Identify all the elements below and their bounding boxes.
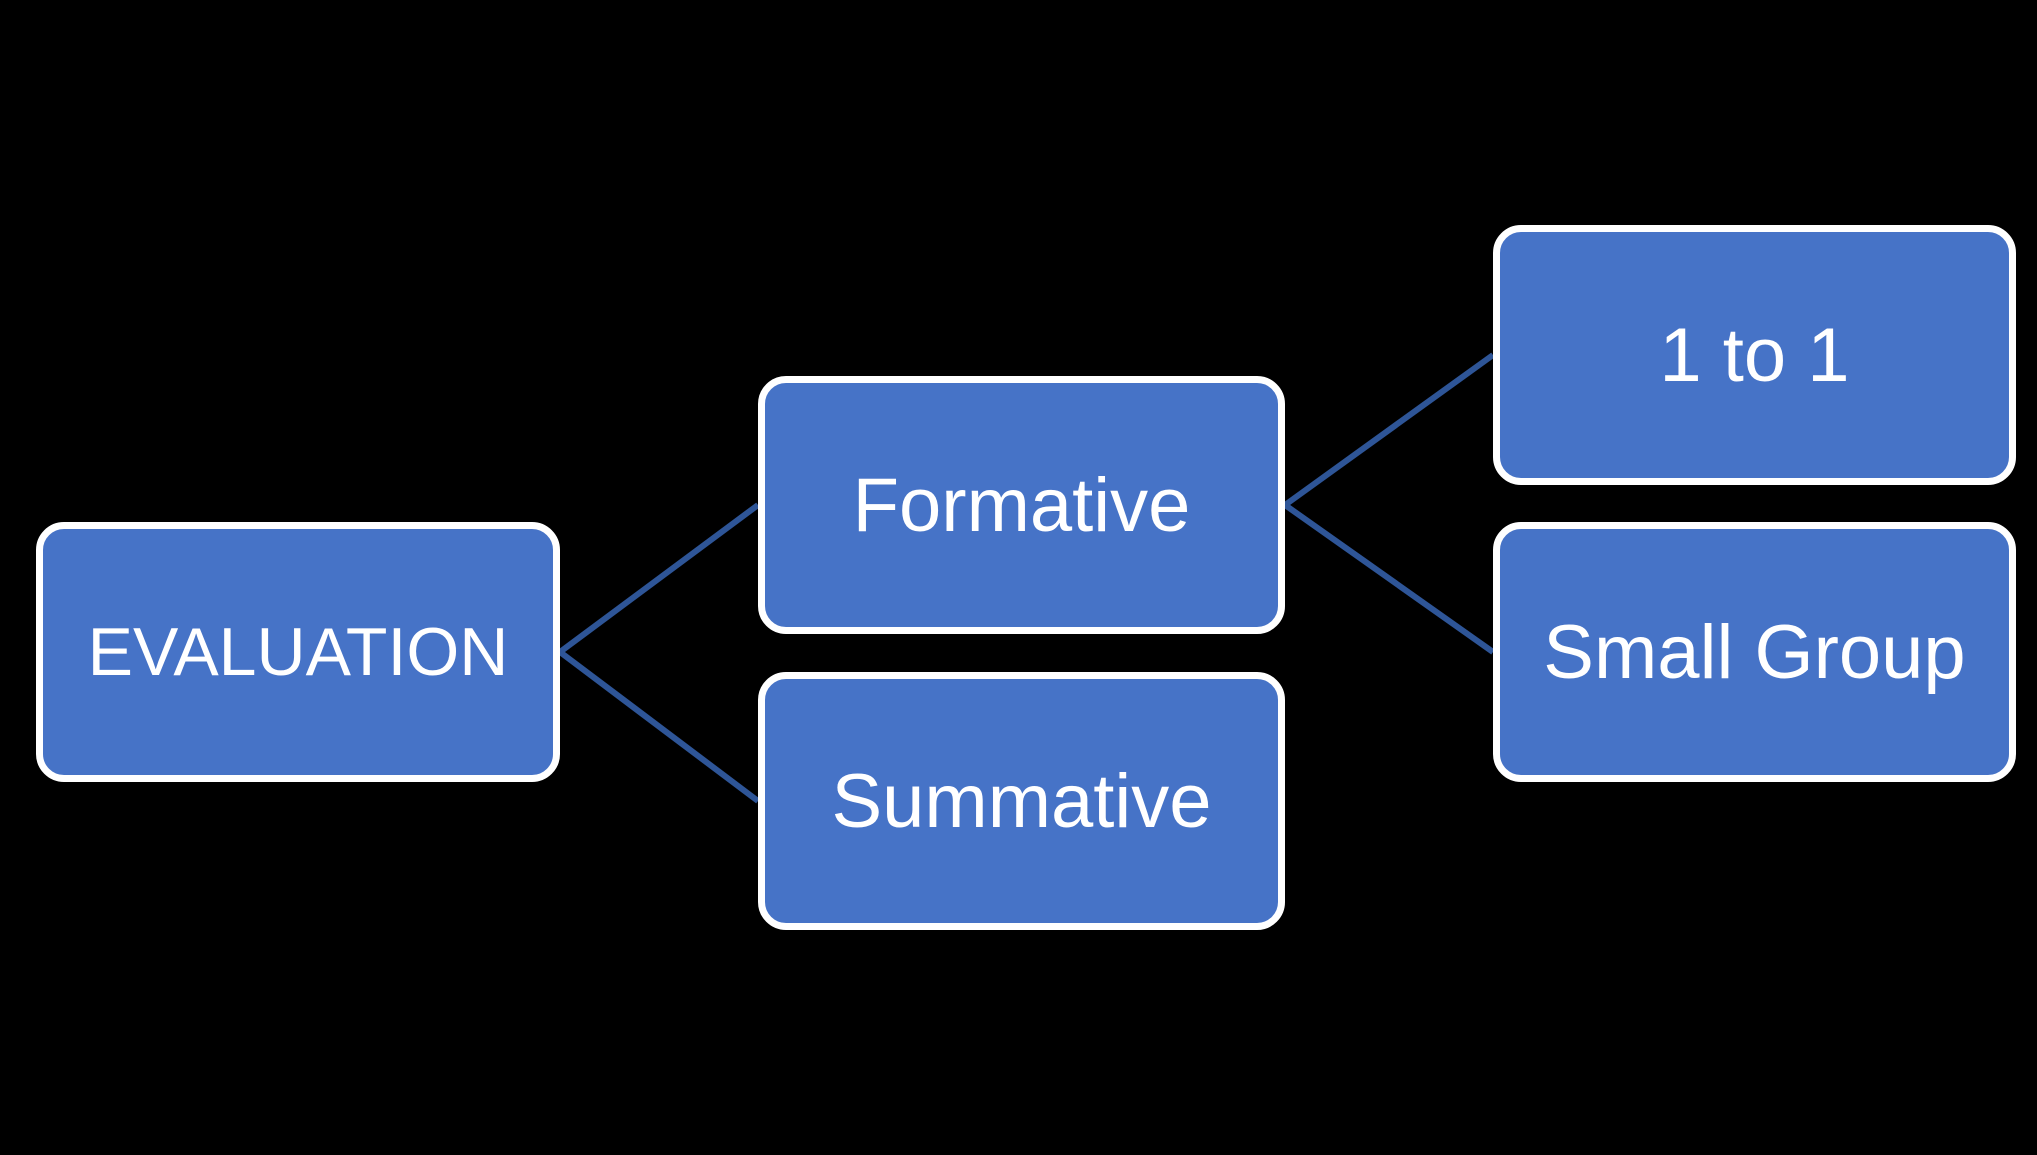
node-small-group: Small Group	[1493, 522, 2016, 782]
node-evaluation-label: EVALUATION	[87, 614, 509, 690]
connector-evaluation-formative	[558, 502, 760, 655]
connector-evaluation-summative	[558, 649, 760, 804]
node-formative-label: Formative	[852, 462, 1191, 548]
connector-formative-small-group	[1283, 502, 1495, 655]
node-small-group-label: Small Group	[1543, 609, 1966, 695]
node-formative: Formative	[758, 376, 1285, 634]
node-1-to-1: 1 to 1	[1493, 225, 2016, 485]
node-summative-label: Summative	[831, 758, 1212, 844]
connector-formative-1-to-1	[1283, 352, 1495, 508]
node-1-to-1-label: 1 to 1	[1659, 312, 1850, 398]
node-evaluation: EVALUATION	[36, 522, 560, 782]
node-summative: Summative	[758, 672, 1285, 930]
